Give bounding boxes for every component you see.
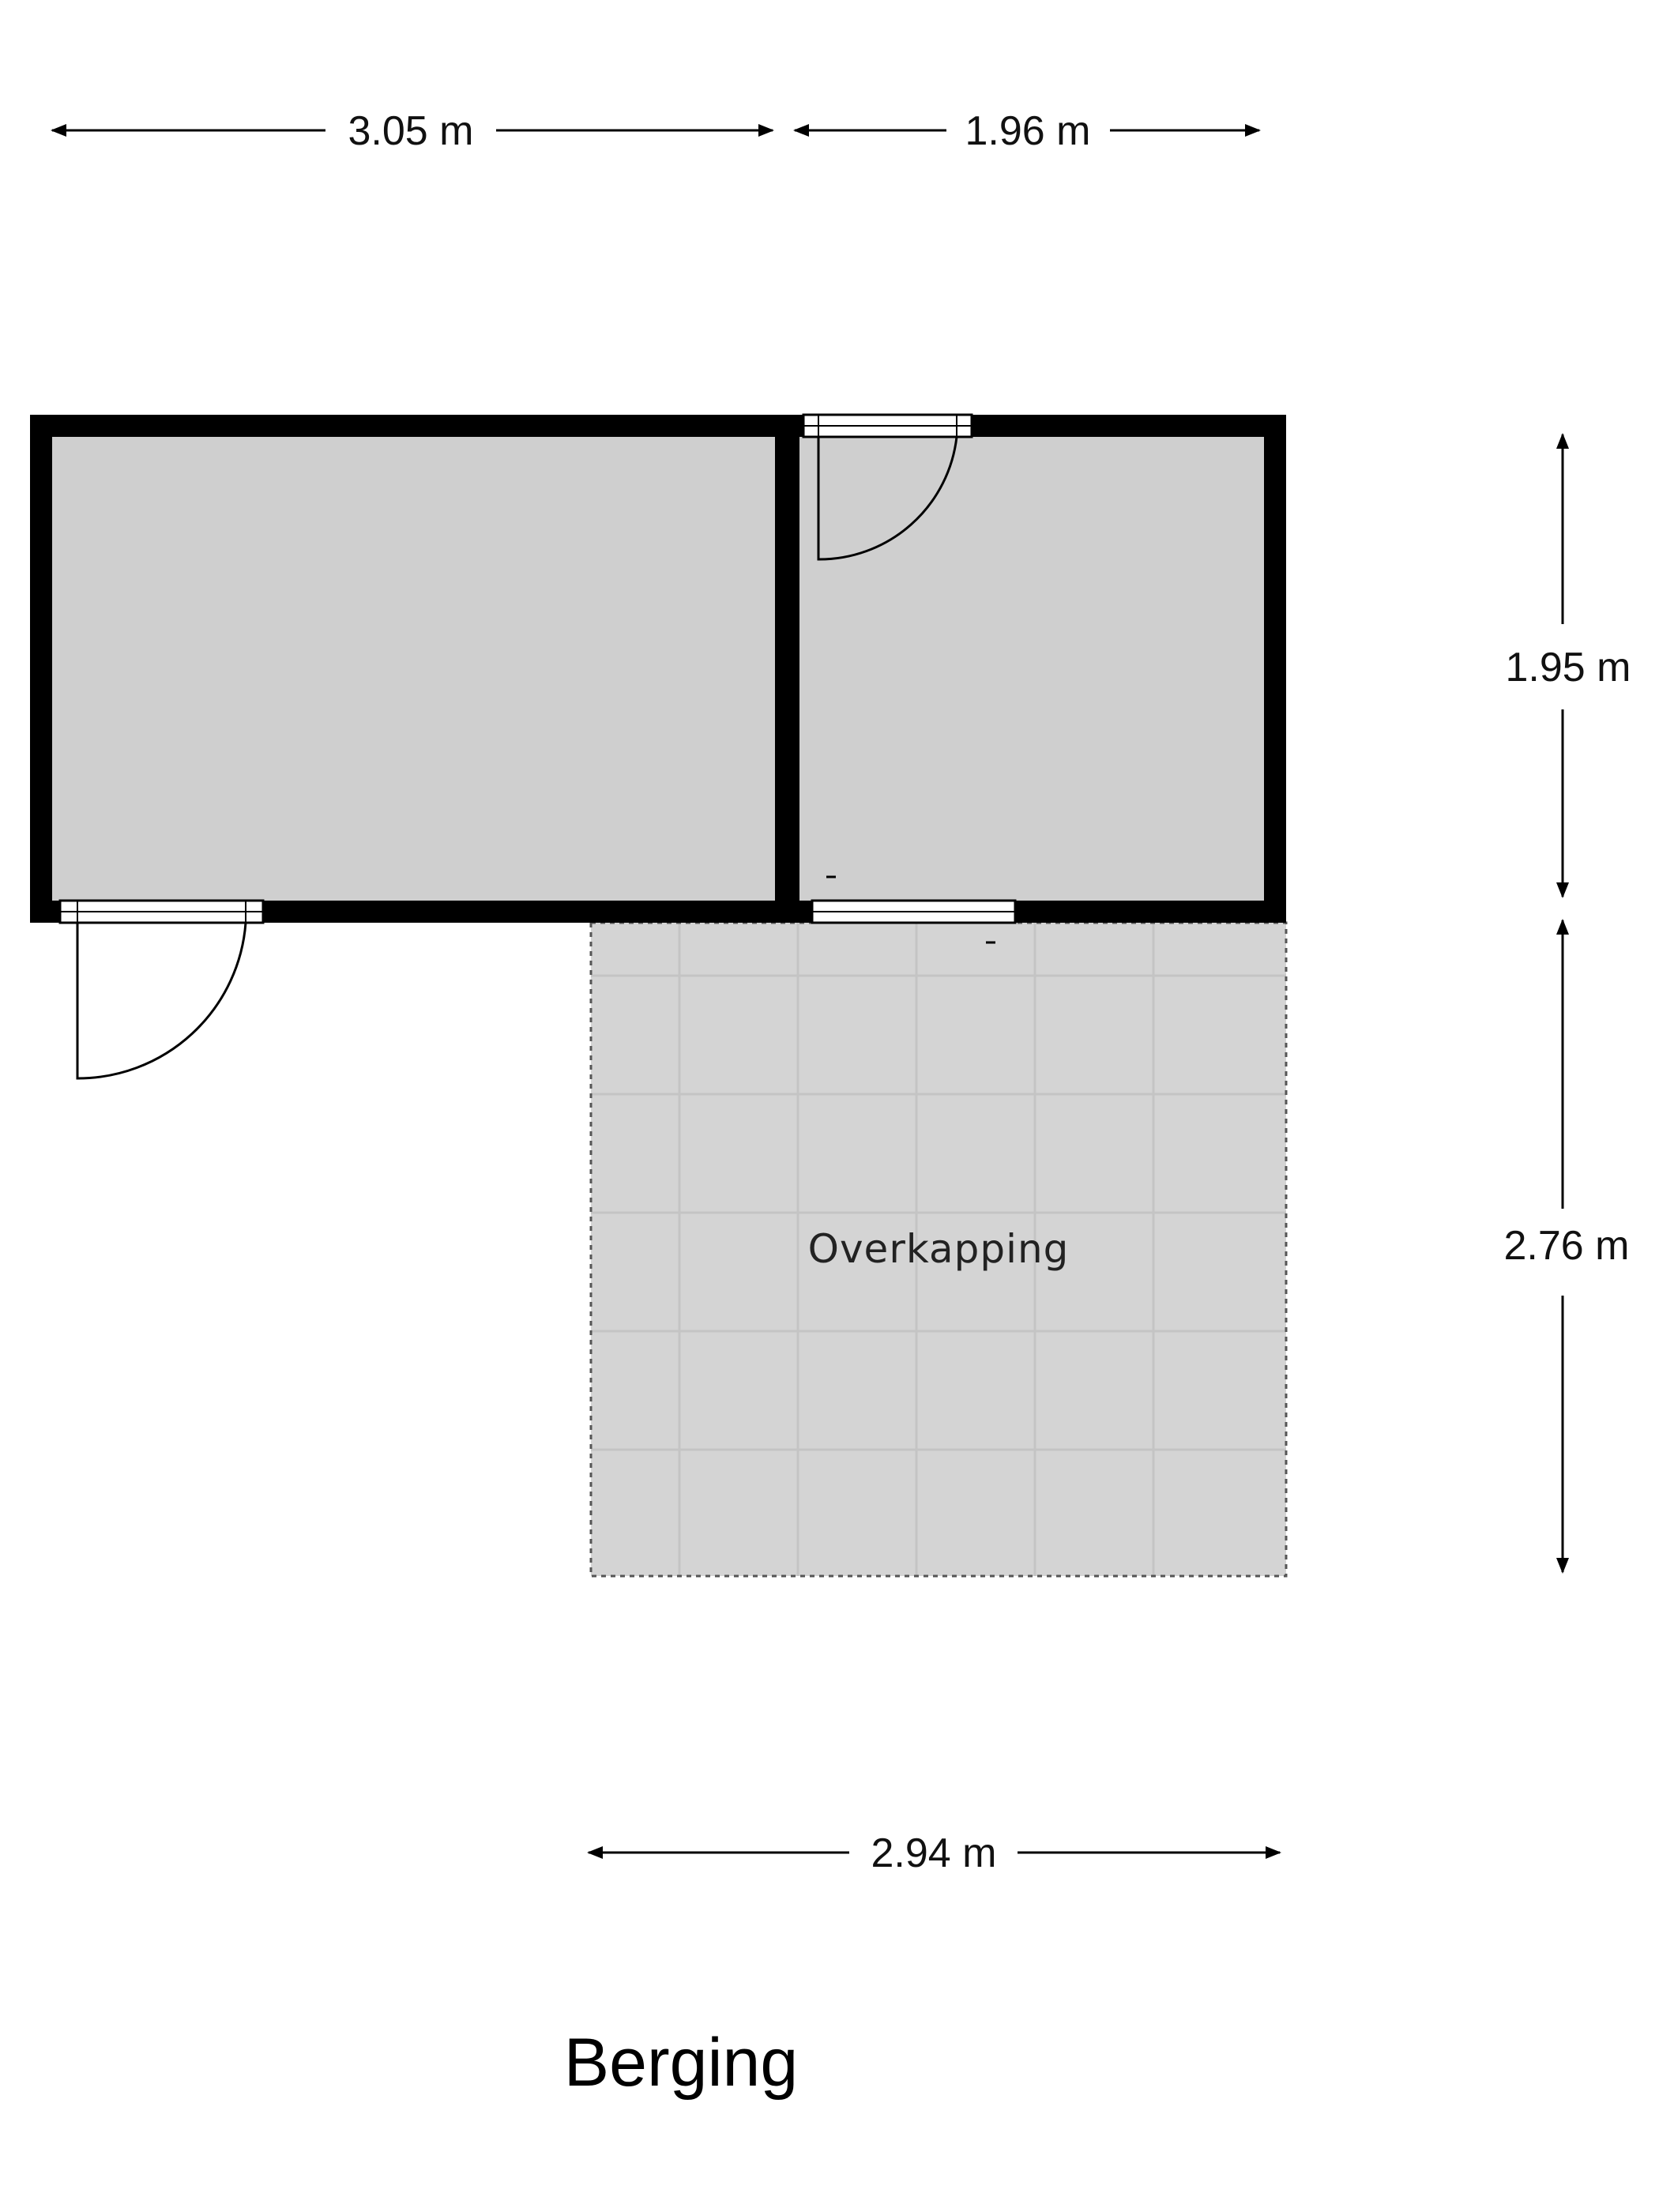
canopy-outline bbox=[589, 921, 1288, 1578]
canopy-area bbox=[589, 921, 1288, 1578]
canopy-tiles bbox=[591, 923, 1286, 1576]
small-marks bbox=[826, 875, 995, 944]
dimension-label-top-right: 1.96 m bbox=[965, 108, 1091, 154]
dimension-label-right-upper: 1.95 m bbox=[1506, 645, 1631, 690]
dimension-label-top-left: 3.05 m bbox=[348, 108, 474, 154]
dimension-label-bottom: 2.94 m bbox=[871, 1830, 997, 1876]
room-left bbox=[52, 437, 775, 901]
dimension-label-right-lower: 2.76 m bbox=[1504, 1223, 1630, 1269]
room-label-overkapping: Overkapping bbox=[808, 1226, 1070, 1272]
room-right bbox=[799, 437, 1264, 901]
plan-title: Berging bbox=[564, 2025, 798, 2101]
door-swing-icon bbox=[76, 436, 958, 1080]
walls bbox=[30, 415, 1286, 923]
door-frame-lines bbox=[60, 415, 1015, 923]
